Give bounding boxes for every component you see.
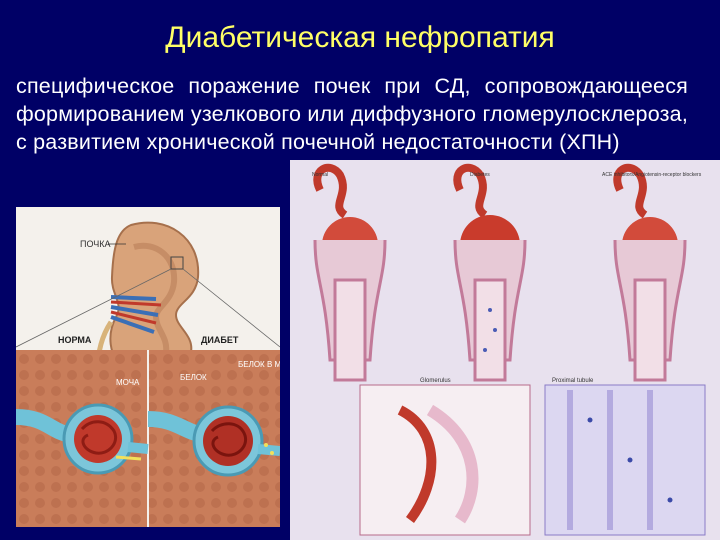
panel-ace-label: ACE inhibitors/Angiotensin-receptor bloc…	[602, 172, 702, 178]
panel-diabetes-label: Diabetes	[470, 172, 490, 178]
kidney-comparison-figure: ПОЧКА НОРМА ДИАБЕТ МОЧА	[16, 207, 280, 527]
diabetes-label: ДИАБЕТ	[201, 335, 239, 345]
inset-glomerulus-label: Glomerulus	[420, 378, 451, 384]
nephron-normal	[313, 163, 387, 382]
nephron-panels-figure: Normal Diabetes ACE inhibitors/Angiotens…	[290, 160, 720, 540]
inset-proximal-tubule-label: Proximal tubule	[552, 378, 594, 384]
protein-label: БЕЛОК	[180, 373, 207, 382]
kidney-label: ПОЧКА	[80, 239, 111, 249]
diabetic-glomerulus	[147, 405, 280, 477]
nephron-ace-inhibitors	[613, 163, 687, 382]
norm-label: НОРМА	[58, 335, 92, 345]
panel-normal-label: Normal	[312, 172, 328, 178]
protein-in-urine-label: БЕЛОК В МОЧЕ	[238, 360, 280, 369]
normal-glomerulus	[16, 403, 149, 475]
nephron-diabetes	[453, 163, 527, 382]
definition-text: специфическое поражение почек при СД, со…	[16, 74, 688, 154]
slide-title: Диабетическая нефропатия	[165, 21, 555, 54]
urine-label: МОЧА	[116, 378, 140, 387]
